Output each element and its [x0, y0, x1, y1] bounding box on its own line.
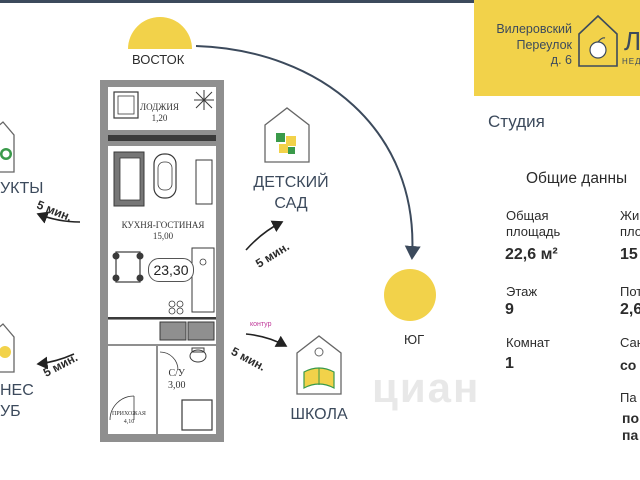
parking-value-line-2: па: [622, 427, 639, 443]
ceiling-label: Пот: [620, 284, 640, 299]
living-area-label-line-1: Жи: [620, 208, 640, 223]
east-label: ВОСТОК: [132, 52, 185, 67]
bathroom-room-area: 3,00: [168, 380, 186, 391]
kindergarten-label-line-1: ДЕТСКИЙ: [253, 174, 329, 191]
sun-east-icon: [128, 17, 192, 49]
sun-path-arc: [195, 45, 421, 260]
brand-house-icon: [578, 14, 618, 67]
fitness-label: НЕС УБ: [0, 380, 34, 422]
info-title: Общие данны: [526, 170, 628, 187]
parking-value-line-1: по: [622, 410, 640, 426]
rooms-value: 1: [505, 355, 514, 372]
fitness-label-line-2: УБ: [0, 403, 21, 420]
total-area-label: Общая площадь: [506, 208, 560, 240]
brand-subtitle: НЕД: [622, 57, 640, 66]
ceiling-value: 2,6: [620, 301, 640, 318]
hall-label: ПРИХОЖАЯ 4,10: [112, 410, 146, 426]
bathroom-room-label: С/У 3,00: [168, 368, 186, 392]
apartment-type: Студия: [488, 112, 545, 131]
brand-panel: [474, 0, 640, 96]
sun-south-icon: [384, 269, 436, 321]
loggia-area: 1,20: [151, 113, 168, 123]
bathroom-room-name: С/У: [168, 368, 186, 379]
rooms-label: Комнат: [506, 335, 550, 350]
house-fitness-icon: [0, 323, 15, 373]
hall-name: ПРИХОЖАЯ: [112, 411, 146, 417]
house-kindergarten-icon: [264, 107, 310, 163]
fitness-label-line-1: НЕС: [0, 382, 34, 399]
hall-area: 4,10: [123, 419, 135, 425]
arrow-kindergarten: [245, 220, 284, 251]
living-area-value: 15: [620, 246, 638, 263]
address-line-2: Переулок: [516, 37, 572, 52]
kitchen-name: КУХНЯ-ГОСТИНАЯ: [121, 220, 205, 230]
brand-name: Л: [624, 26, 640, 56]
kindergarten-label-line-2: САД: [274, 195, 308, 212]
kitchen-label: КУХНЯ-ГОСТИНАЯ 15,00: [114, 220, 212, 242]
school-label: ШКОЛА: [290, 406, 348, 423]
address: Вилеровский Переулок д. 6: [476, 22, 572, 69]
kitchen-area: 15,00: [152, 231, 174, 241]
south-label: ЮГ: [404, 332, 425, 347]
products-label: УКТЫ: [0, 180, 44, 197]
house-products-icon: [0, 121, 15, 173]
arrow-school: [245, 333, 288, 347]
bathroom-value: со: [620, 357, 637, 373]
floor-value: 9: [505, 301, 514, 318]
living-area-label-line-2: пло: [620, 224, 640, 239]
kindergarten-label: ДЕТСКИЙ САД: [250, 172, 332, 214]
top-border: [0, 0, 640, 3]
address-line-3: д. 6: [550, 53, 572, 67]
parking-label: Па: [620, 390, 637, 405]
watermark: циан: [372, 364, 481, 411]
total-area-value: 22,6 м²: [505, 246, 558, 263]
arrow-fitness: [36, 353, 75, 370]
address-line-1: Вилеровский: [496, 22, 572, 36]
total-area-badge: 23,30: [148, 258, 194, 282]
house-school-icon: [296, 335, 342, 395]
total-area-label-line-2: площадь: [506, 224, 561, 239]
floor-label: Этаж: [506, 284, 538, 299]
total-area-label-line-1: Общая: [506, 208, 549, 223]
loggia-name: ЛОДЖИЯ: [140, 102, 179, 112]
bathroom-label: Сан: [620, 335, 640, 350]
arrow-products: [36, 211, 81, 224]
loggia-label: ЛОДЖИЯ 1,20: [140, 102, 179, 124]
kontur-label: контур: [250, 321, 272, 328]
living-area-label: Жи пло: [620, 208, 640, 240]
